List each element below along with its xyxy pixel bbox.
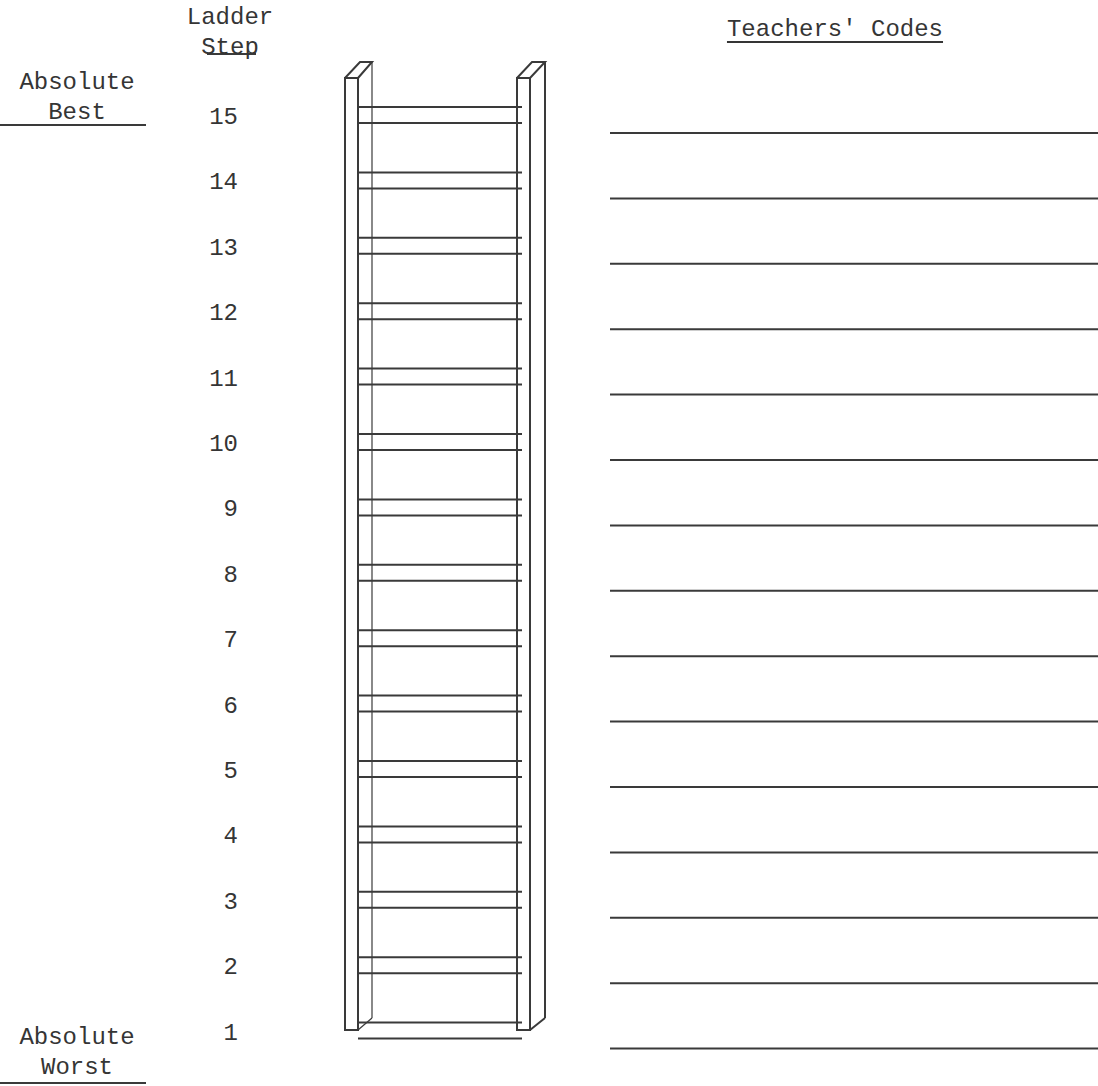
ladder-rung xyxy=(358,580,522,582)
step-number: 3 xyxy=(224,888,238,918)
step-number: 14 xyxy=(209,168,238,198)
ladder-rail-foot xyxy=(530,1018,545,1030)
step-number: 4 xyxy=(224,822,238,852)
ladder-rung xyxy=(358,187,522,189)
ladder-rung xyxy=(358,972,522,974)
step-number: 12 xyxy=(209,299,238,329)
ladder-rail-edge xyxy=(371,62,372,1018)
step-number: 9 xyxy=(224,495,238,525)
ladder-rung xyxy=(358,956,522,958)
heading-underline xyxy=(0,1082,146,1084)
ladder-rung xyxy=(358,171,522,173)
answer-line xyxy=(610,982,1098,984)
ladder-rung xyxy=(358,302,522,304)
step-number: 5 xyxy=(224,757,238,787)
ladder-rung xyxy=(358,106,522,108)
ladder-rung xyxy=(358,498,522,500)
answer-line xyxy=(610,786,1098,788)
step-number: 15 xyxy=(209,103,238,133)
ladder-rung xyxy=(358,711,522,713)
ladder-rung xyxy=(358,384,522,386)
ladder-rung xyxy=(358,253,522,255)
ladder-rung xyxy=(358,1022,522,1024)
answer-line xyxy=(610,851,1098,853)
ladder-rail xyxy=(345,78,358,1030)
step-number: 7 xyxy=(224,626,238,656)
ladder-rail xyxy=(517,78,530,1030)
ladder-rail-edge xyxy=(544,62,546,1018)
answer-line xyxy=(610,263,1098,265)
step-number: 2 xyxy=(224,953,238,983)
ladder-rung xyxy=(358,891,522,893)
answer-line xyxy=(610,1048,1098,1050)
answer-line xyxy=(610,394,1098,396)
ladder-rung xyxy=(358,368,522,370)
ladder-rung xyxy=(358,1038,522,1040)
answer-line xyxy=(610,132,1098,134)
ladder-rung xyxy=(358,645,522,647)
answer-line xyxy=(610,524,1098,526)
step-number: 10 xyxy=(209,430,238,460)
answer-line xyxy=(610,655,1098,657)
ladder-rung xyxy=(358,760,522,762)
ladder-rail-foot xyxy=(358,1018,372,1030)
step-number: 13 xyxy=(209,234,238,264)
scale-end-label: Absolute Best xyxy=(19,68,134,128)
answer-line xyxy=(610,590,1098,592)
ladder-rung xyxy=(358,318,522,320)
ladder-rung xyxy=(358,825,522,827)
ladder-rail-top xyxy=(517,62,545,78)
answer-line xyxy=(610,917,1098,919)
ladder-rung xyxy=(358,564,522,566)
answer-line xyxy=(610,197,1098,199)
step-number: 8 xyxy=(224,561,238,591)
ladder-rung xyxy=(358,122,522,124)
answer-line xyxy=(610,721,1098,723)
answer-line xyxy=(610,328,1098,330)
ladder-rung xyxy=(358,776,522,778)
step-number: 11 xyxy=(209,365,238,395)
column-heading: Teachers' Codes xyxy=(727,15,943,45)
ladder-rung xyxy=(358,841,522,843)
answer-line xyxy=(610,459,1098,461)
ladder-rung xyxy=(358,629,522,631)
ladder-rung xyxy=(358,237,522,239)
ladder-rung xyxy=(358,695,522,697)
ladder-rung xyxy=(358,449,522,451)
step-number: 1 xyxy=(224,1019,238,1049)
ladder-rung xyxy=(358,907,522,909)
ladder-rung xyxy=(358,514,522,516)
scale-end-label: Absolute Worst xyxy=(19,1023,134,1083)
ladder-rung xyxy=(358,433,522,435)
column-heading: Ladder Step xyxy=(187,3,273,63)
step-number: 6 xyxy=(224,692,238,722)
ladder-rail-top xyxy=(345,62,372,78)
